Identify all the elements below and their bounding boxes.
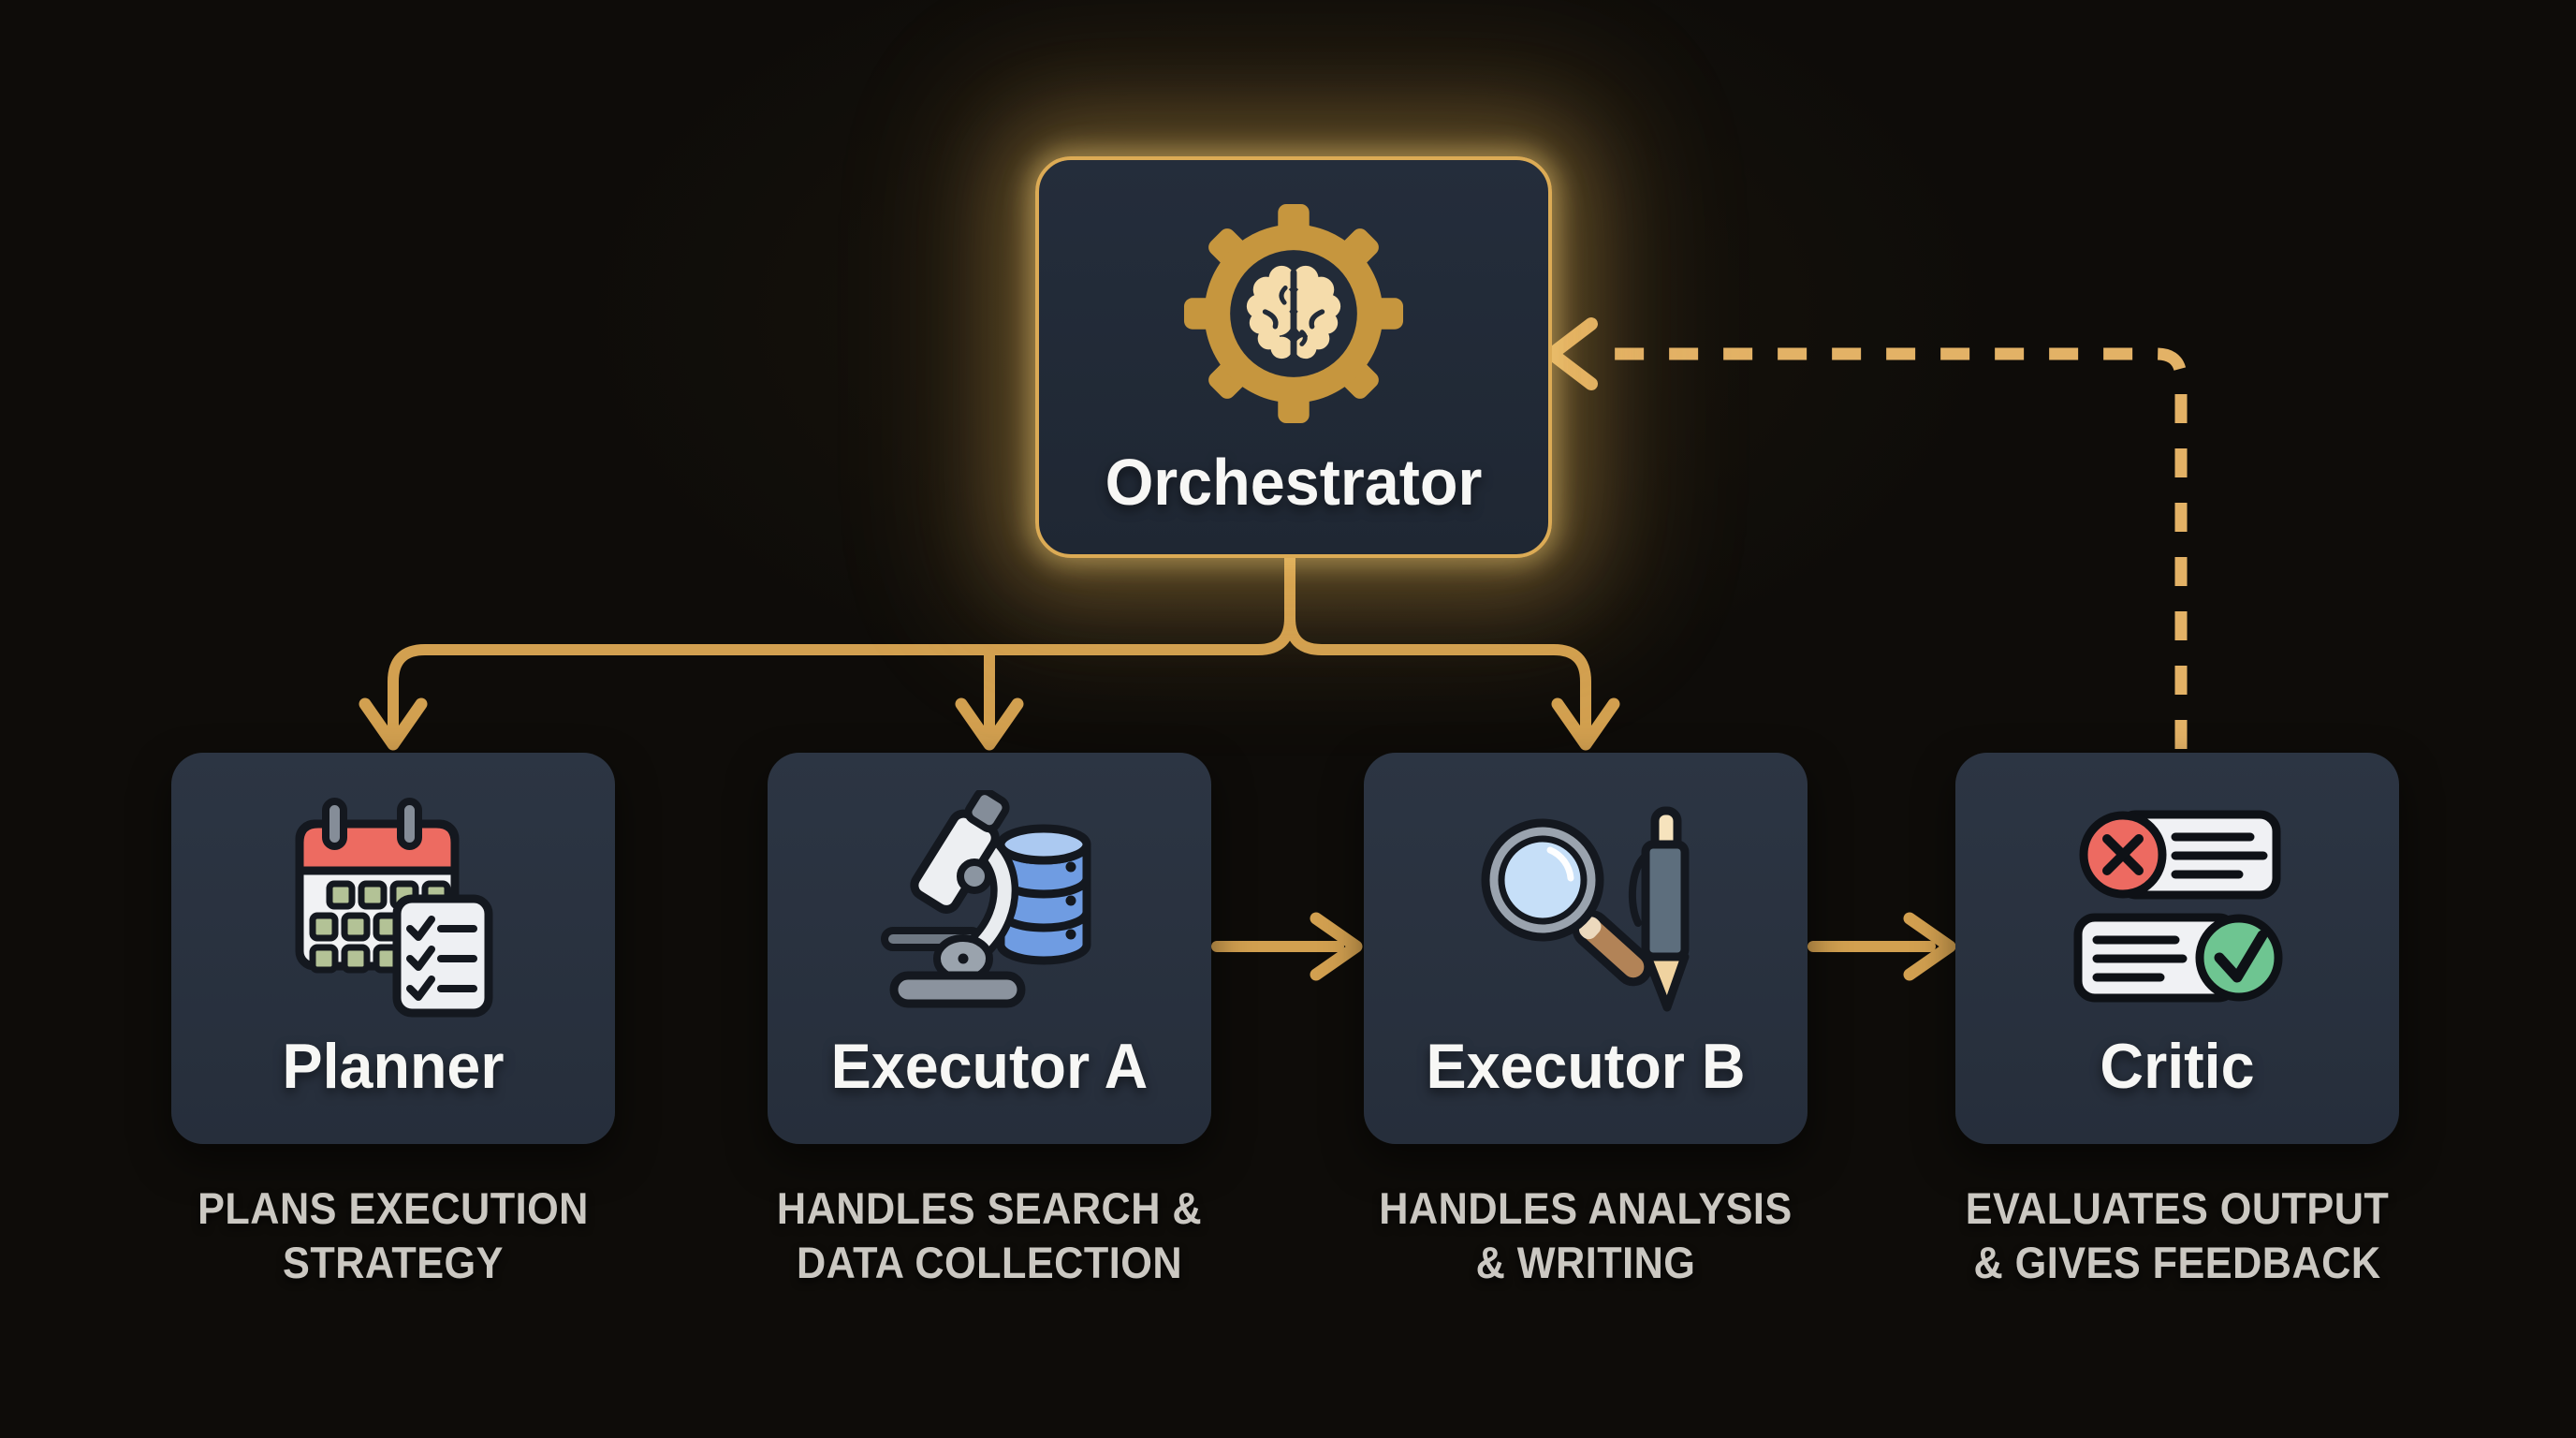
executor-b-caption: HANDLES ANALYSIS & WRITING (1379, 1183, 1793, 1287)
executor-b-label: Executor B (1426, 1031, 1746, 1102)
planner-node: Planner (171, 753, 615, 1144)
critic-label: Critic (2100, 1031, 2255, 1102)
magnifier-pen-icon (1473, 790, 1698, 1020)
arrow-executor-b-to-critic (1808, 912, 1956, 981)
arrow-orchestrator-to-planner (359, 612, 1295, 751)
gear-brain-icon (1183, 203, 1404, 429)
calendar-checklist-icon (281, 790, 505, 1023)
critic-node: Critic (1955, 753, 2399, 1144)
arrow-critic-to-orchestrator-feedback (1545, 317, 2188, 749)
planner-caption: PLANS EXECUTION STRATEGY (198, 1183, 589, 1287)
review-cards-icon (2065, 790, 2290, 1020)
arrow-orchestrator-to-executor-a (955, 644, 1024, 751)
executor-a-caption: HANDLES SEARCH & DATA COLLECTION (776, 1183, 1203, 1287)
executor-b-node: Executor B (1364, 753, 1808, 1144)
critic-caption: EVALUATES OUTPUT & GIVES FEEDBACK (1965, 1183, 2390, 1287)
arrow-orchestrator-to-executor-b (1284, 612, 1620, 751)
arrow-executor-a-to-executor-b (1211, 912, 1363, 981)
orchestrator-label: Orchestrator (1105, 446, 1483, 519)
microscope-database-icon (877, 787, 1102, 1020)
executor-a-label: Executor A (830, 1031, 1149, 1102)
planner-label: Planner (282, 1031, 505, 1102)
executor-a-node: Executor A (768, 753, 1211, 1144)
orchestrator-node: Orchestrator (1035, 156, 1552, 558)
